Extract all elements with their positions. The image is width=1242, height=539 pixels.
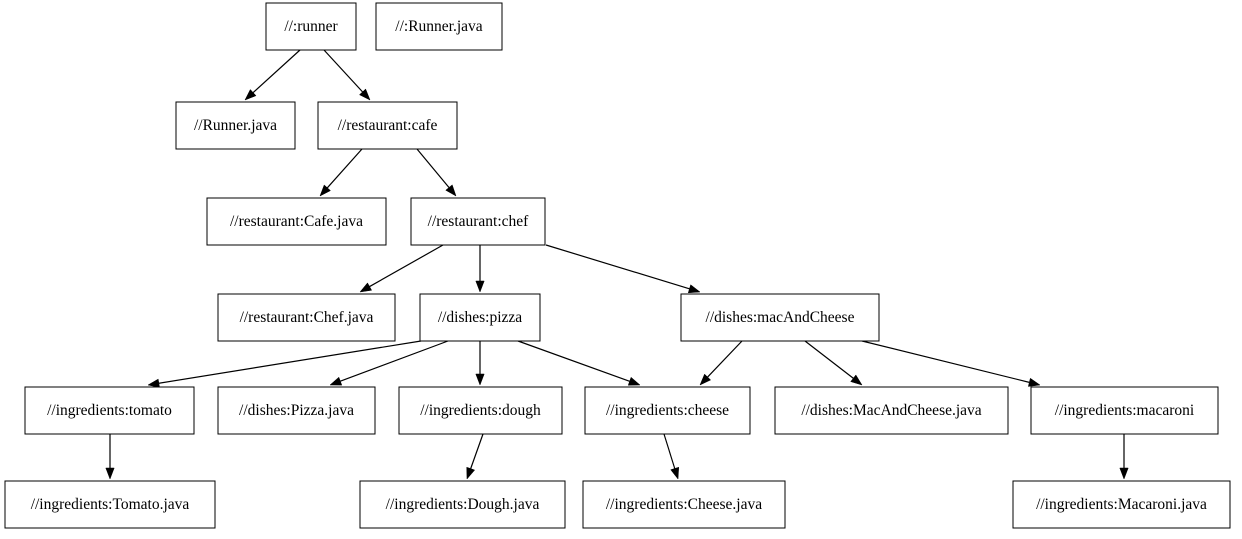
node-box-ing_dough_java[interactable] <box>359 480 566 529</box>
edge-runner-to-restaurant_cafe <box>323 49 371 101</box>
edge-dishes_pizza-to-ing_tomato <box>147 340 422 388</box>
node-box-dishes_macandcheese[interactable] <box>680 293 880 342</box>
node-box-runner[interactable] <box>265 2 357 51</box>
edge-ing_macaroni-to-ing_macaroni_java <box>1119 434 1129 480</box>
node-label-dishes_macandcheese: //dishes:macAndCheese <box>706 309 855 326</box>
node-box-ing_cheese[interactable] <box>584 386 751 435</box>
graph-node-dishes_mac_java[interactable]: //dishes:MacAndCheese.java <box>774 386 1009 435</box>
node-box-dishes_pizza[interactable] <box>419 293 541 342</box>
edge-dishes_pizza-to-ing_cheese <box>517 340 641 386</box>
node-box-dishes_mac_java[interactable] <box>774 386 1009 435</box>
edge-ing_tomato-to-ing_tomato_java <box>105 434 115 480</box>
node-box-ing_macaroni_java[interactable] <box>1012 480 1231 529</box>
edge-dishes_pizza-to-ing_dough <box>475 341 485 386</box>
edge-restaurant_chef-to-dishes_macandcheese <box>545 244 701 294</box>
graph-node-ing_dough_java[interactable]: //ingredients:Dough.java <box>359 480 566 529</box>
graph-node-dishes_pizza[interactable]: //dishes:pizza <box>419 293 541 342</box>
node-label-restaurant_cafe: //restaurant:cafe <box>338 117 438 134</box>
edge-dishes_macandcheese-to-ing_macaroni <box>861 340 1041 387</box>
node-box-runner_java_root[interactable] <box>375 2 503 51</box>
edge-dishes_macandcheese-to-dishes_mac_java <box>804 340 863 386</box>
graph-node-dishes_macandcheese[interactable]: //dishes:macAndCheese <box>680 293 880 342</box>
node-label-dishes_pizza_java: //dishes:Pizza.java <box>239 402 354 419</box>
node-box-ing_macaroni[interactable] <box>1030 386 1219 435</box>
node-label-runner_java: //Runner.java <box>194 117 277 134</box>
node-label-ing_macaroni: //ingredients:macaroni <box>1055 402 1195 419</box>
node-label-dishes_pizza: //dishes:pizza <box>438 309 522 326</box>
graph-node-restaurant_cafe_java[interactable]: //restaurant:Cafe.java <box>206 197 387 246</box>
edge-ing_dough-to-ing_dough_java <box>466 433 484 480</box>
graph-node-ing_cheese[interactable]: //ingredients:cheese <box>584 386 751 435</box>
edges-layer <box>105 49 1129 480</box>
graph-node-runner_java[interactable]: //Runner.java <box>175 101 296 150</box>
graph-node-restaurant_chef_java[interactable]: //restaurant:Chef.java <box>217 293 396 342</box>
node-box-restaurant_chef[interactable] <box>410 197 546 246</box>
node-label-restaurant_chef: //restaurant:chef <box>428 213 530 230</box>
graph-node-ing_macaroni[interactable]: //ingredients:macaroni <box>1030 386 1219 435</box>
node-box-restaurant_chef_java[interactable] <box>217 293 396 342</box>
graph-node-runner[interactable]: //:runner <box>265 2 357 51</box>
node-box-ing_dough[interactable] <box>398 386 563 435</box>
node-label-ing_cheese_java: //ingredients:Cheese.java <box>606 496 762 513</box>
node-label-ing_cheese: //ingredients:cheese <box>606 402 729 419</box>
node-label-dishes_mac_java: //dishes:MacAndCheese.java <box>801 402 981 419</box>
edge-restaurant_chef-to-restaurant_chef_java <box>359 244 444 293</box>
node-label-runner: //:runner <box>284 18 338 35</box>
node-label-ing_tomato_java: //ingredients:Tomato.java <box>31 496 190 513</box>
graph-node-restaurant_chef[interactable]: //restaurant:chef <box>410 197 546 246</box>
node-label-ing_macaroni_java: //ingredients:Macaroni.java <box>1036 496 1207 513</box>
edge-restaurant_chef-to-dishes_pizza <box>475 245 485 293</box>
graph-node-ing_tomato_java[interactable]: //ingredients:Tomato.java <box>4 480 216 529</box>
node-box-restaurant_cafe[interactable] <box>317 101 458 150</box>
node-box-ing_cheese_java[interactable] <box>582 480 786 529</box>
edge-runner-to-runner_java <box>244 49 301 101</box>
node-label-restaurant_chef_java: //restaurant:Chef.java <box>240 309 374 326</box>
node-box-dishes_pizza_java[interactable] <box>217 386 376 435</box>
graph-node-ing_cheese_java[interactable]: //ingredients:Cheese.java <box>582 480 786 529</box>
node-box-runner_java[interactable] <box>175 101 296 150</box>
graph-node-ing_tomato[interactable]: //ingredients:tomato <box>24 386 195 435</box>
node-label-ing_dough_java: //ingredients:Dough.java <box>386 496 540 513</box>
node-box-restaurant_cafe_java[interactable] <box>206 197 387 246</box>
node-label-ing_tomato: //ingredients:tomato <box>47 402 172 419</box>
node-label-restaurant_cafe_java: //restaurant:Cafe.java <box>230 213 363 230</box>
edge-dishes_pizza-to-dishes_pizza_java <box>329 340 449 386</box>
graph-node-restaurant_cafe[interactable]: //restaurant:cafe <box>317 101 458 150</box>
graph-node-runner_java_root[interactable]: //:Runner.java <box>375 2 503 51</box>
node-box-ing_tomato_java[interactable] <box>4 480 216 529</box>
graph-node-ing_dough[interactable]: //ingredients:dough <box>398 386 563 435</box>
graph-node-ing_macaroni_java[interactable]: //ingredients:Macaroni.java <box>1012 480 1231 529</box>
edge-dishes_macandcheese-to-ing_cheese <box>699 340 743 386</box>
nodes-layer: //:runner //:Runner.java //Runner.java //re… <box>4 2 1231 529</box>
node-box-ing_tomato[interactable] <box>24 386 195 435</box>
node-label-ing_dough: //ingredients:dough <box>420 402 541 419</box>
edge-restaurant_cafe-to-restaurant_chef <box>416 148 457 197</box>
edge-restaurant_cafe-to-restaurant_cafe_java <box>319 148 363 197</box>
node-label-runner_java_root: //:Runner.java <box>395 18 483 35</box>
graph-node-dishes_pizza_java[interactable]: //dishes:Pizza.java <box>217 386 376 435</box>
edge-ing_cheese-to-ing_cheese_java <box>663 433 680 480</box>
